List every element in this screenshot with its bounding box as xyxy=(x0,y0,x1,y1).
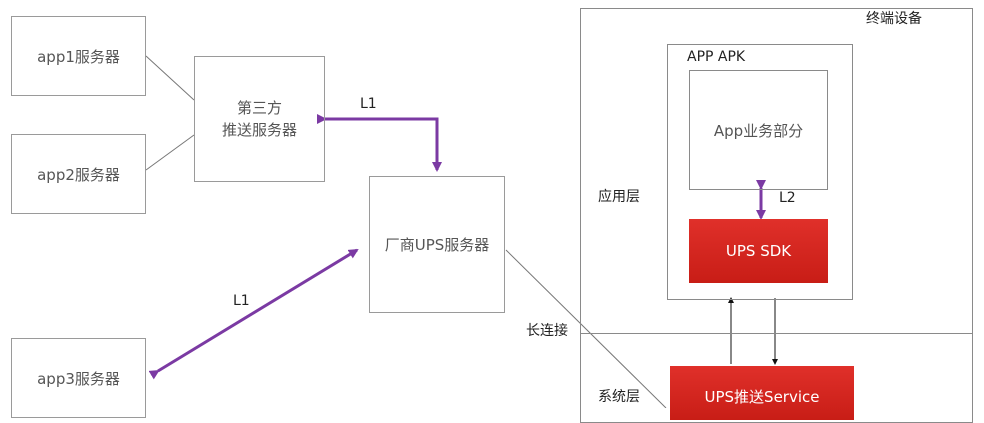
app1-server-box: app1服务器 xyxy=(11,16,146,96)
ups-sdk-box: UPS SDK xyxy=(689,219,828,283)
l2-label: L2 xyxy=(779,190,796,206)
l1-bottom-arrow xyxy=(148,248,359,380)
ups-sdk-label: UPS SDK xyxy=(725,242,792,260)
vendor-ups-server-label: 厂商UPS服务器 xyxy=(384,236,490,254)
app-business-label: App业务部分 xyxy=(713,121,804,140)
long-connection-line xyxy=(505,249,667,408)
long-connection-label: 长连接 xyxy=(526,323,568,339)
app-business-box: App业务部分 xyxy=(689,70,828,190)
app-layer-label: 应用层 xyxy=(598,189,640,205)
l1-bottom-label: L1 xyxy=(233,293,250,309)
l1-top-arrow xyxy=(317,114,442,172)
ups-push-service-label: UPS推送Service xyxy=(704,388,820,406)
third-party-label-line1: 第三方 xyxy=(236,99,282,117)
app-apk-box xyxy=(667,44,853,300)
app1-server-label: app1服务器 xyxy=(37,47,120,66)
system-layer-label: 系统层 xyxy=(598,389,640,405)
terminal-device-title: 终端设备 xyxy=(866,11,922,27)
ups-push-service-box: UPS推送Service xyxy=(670,366,854,420)
l1-top-label: L1 xyxy=(360,96,377,112)
app3-server-box: app3服务器 xyxy=(11,338,146,418)
vendor-ups-server-box: 厂商UPS服务器 xyxy=(369,176,505,313)
app2-server-label: app2服务器 xyxy=(37,165,120,184)
third-party-push-server-box: 第三方 推送服务器 xyxy=(194,56,325,182)
connection-lines xyxy=(145,55,778,408)
app3-server-label: app3服务器 xyxy=(37,369,120,388)
app2-to-thirdparty-line xyxy=(145,134,195,171)
app2-server-box: app2服务器 xyxy=(11,134,146,214)
app1-to-thirdparty-line xyxy=(145,55,195,101)
app-apk-label: APP APK xyxy=(687,49,746,65)
third-party-label-line2: 推送服务器 xyxy=(221,121,297,139)
